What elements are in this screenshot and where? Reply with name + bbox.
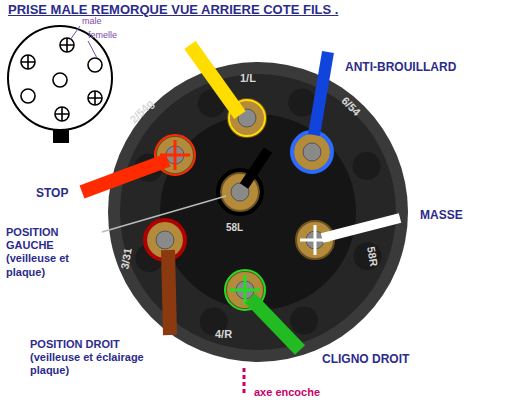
pin-type-label: femelle [88,30,117,41]
yellow-wire [190,45,240,115]
inset-pins [21,38,102,121]
brown-wire [168,250,170,335]
pin-marking: 1/L [240,72,256,85]
wire-bands [82,45,400,396]
inset-body [8,26,112,130]
pin-marking: 6/54 [338,94,362,118]
inset-notch [54,130,68,142]
axis-label: axe encoche [254,386,320,399]
blue-wire [314,52,328,135]
function-label: MASSE [420,208,463,222]
leader-line [70,26,80,40]
pin-marking: 3/31 [118,247,135,270]
pin-marking: 2/54g [127,97,156,126]
diagram-title: PRISE MALE REMORQUE VUE ARRIERE COTE FIL… [8,2,338,17]
leader-line [102,196,226,232]
black-wire [244,150,268,186]
pin-marking: 4/R [215,328,232,341]
leader-line [88,41,97,58]
function-label: CLIGNO DROIT [322,352,409,366]
pin-marking: 58R [364,246,380,268]
inset-plug [8,26,112,142]
green-wire [250,298,300,350]
red-wire [82,160,168,192]
notch-axis [243,368,246,396]
connector-body [108,62,408,362]
function-label: ANTI-BROUILLARD [345,60,456,74]
function-label: POSITION DROIT (veilleuse et éclairage p… [30,338,155,378]
function-label: STOP [36,186,68,200]
white-wire [322,218,400,238]
pin-type-label: male [82,16,102,27]
function-label: POSITION GAUCHE (veilleuse et plaque) [6,226,98,279]
pin-marking: 58L [226,222,243,234]
